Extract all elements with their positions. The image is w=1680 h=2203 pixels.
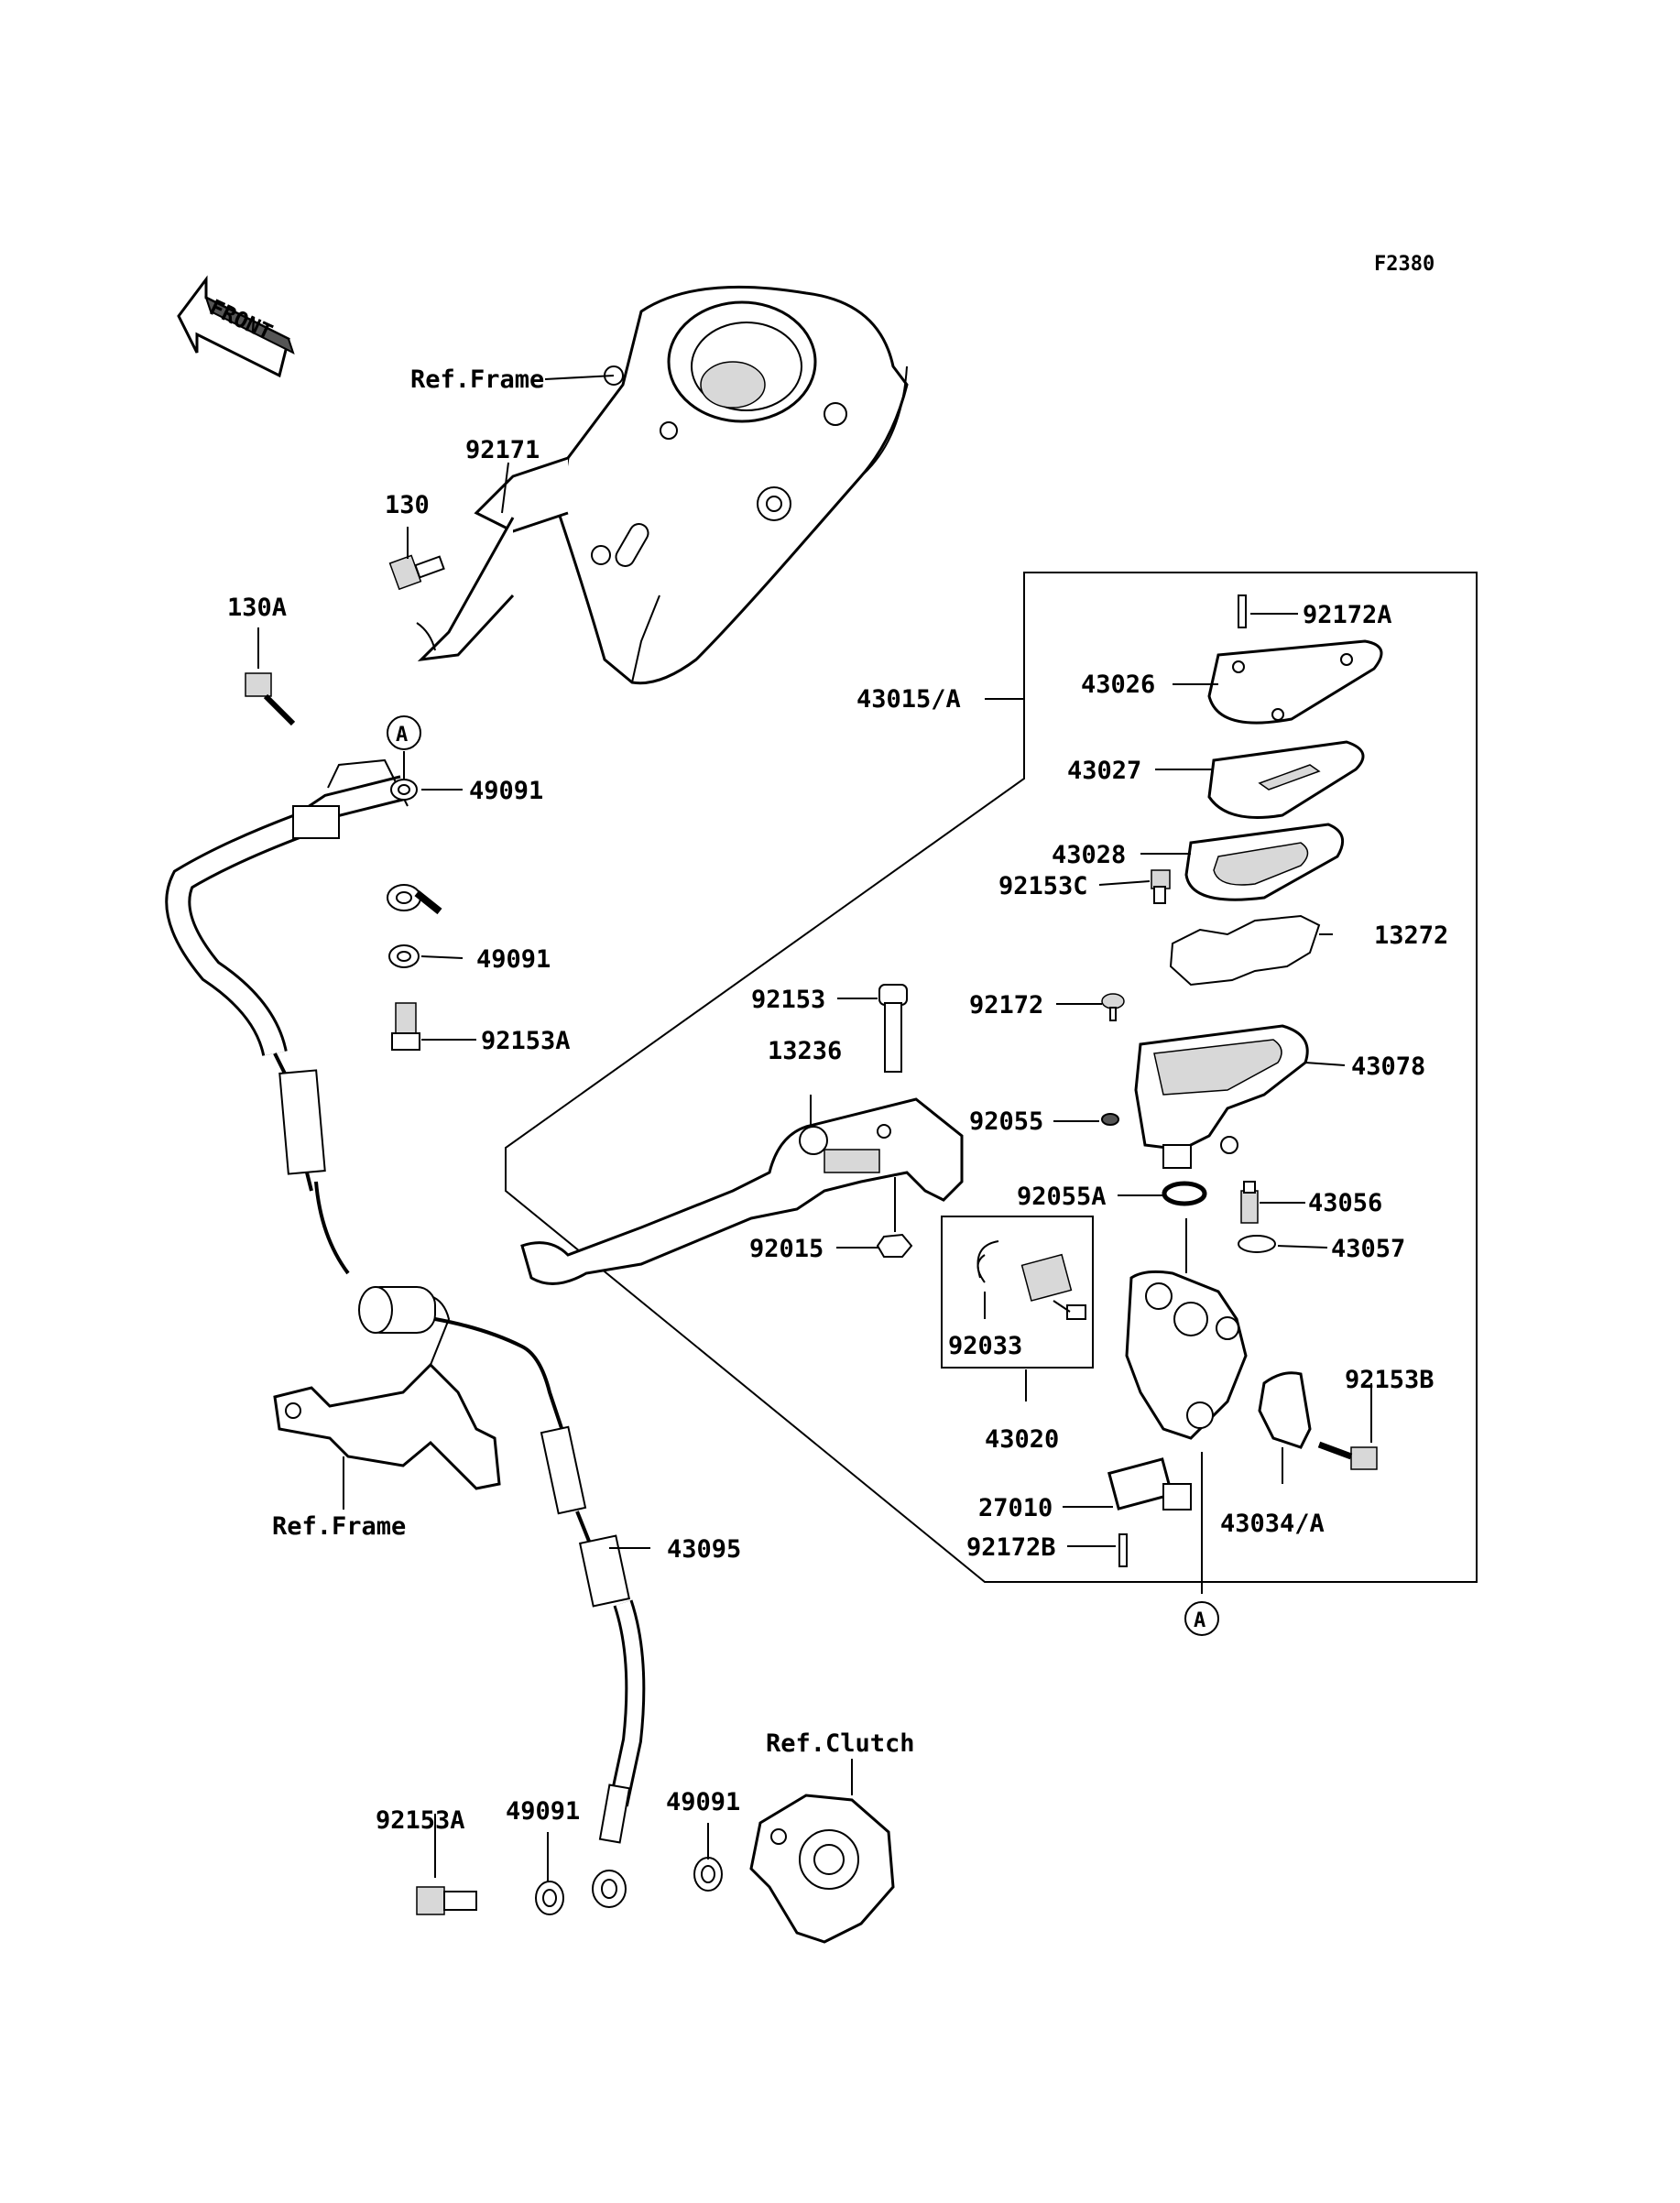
- label-43020: 43020: [985, 1425, 1059, 1454]
- diaphragm-icon: [1184, 823, 1345, 901]
- o-ring-92055a-icon: [1162, 1181, 1207, 1206]
- label-49091-lower: 49091: [476, 945, 551, 974]
- bolt-130a-icon: [245, 672, 296, 726]
- label-43028: 43028: [1052, 841, 1126, 869]
- label-92172a: 92172A: [1303, 601, 1392, 629]
- diaphragm-plate-icon: [1207, 740, 1365, 819]
- banjo-fitting-upper-icon: [387, 779, 442, 1051]
- label-92153a-lower: 92153A: [376, 1806, 465, 1835]
- assembly-boundary: [505, 572, 1478, 1583]
- screw-92172-icon: [1101, 993, 1125, 1021]
- clutch-switch-icon: [1107, 1457, 1192, 1510]
- clutch-slave-cylinder-icon: [749, 1794, 895, 1944]
- bolt-92153b-icon: [1317, 1441, 1378, 1470]
- screw-92172a-icon: [1238, 594, 1247, 628]
- label-92171: 92171: [465, 436, 540, 464]
- gasket-13272-icon: [1169, 914, 1321, 987]
- label-92055a: 92055A: [1017, 1183, 1107, 1211]
- clutch-lever-icon: [520, 1097, 964, 1285]
- reservoir-body-icon: [1134, 1024, 1309, 1169]
- clutch-hose-upper-icon: [165, 758, 409, 1275]
- label-92015: 92015: [749, 1235, 824, 1263]
- label-92153c: 92153C: [998, 872, 1088, 900]
- label-43057: 43057: [1331, 1235, 1405, 1263]
- master-cylinder-body-icon: [1125, 1270, 1248, 1440]
- frame-head-icon: [474, 285, 909, 685]
- label-92153b: 92153B: [1345, 1366, 1435, 1394]
- label-43015a: 43015/A: [856, 685, 961, 714]
- piston-kit-box: [941, 1216, 1094, 1369]
- front-arrow-icon: FRONT: [177, 275, 295, 378]
- callout-a-lower-label: A: [1194, 1609, 1205, 1632]
- label-130a: 130A: [227, 594, 287, 622]
- washer-92055-icon: [1101, 1113, 1119, 1126]
- screw-92172b-icon: [1118, 1533, 1128, 1567]
- screw-92153c-icon: [1151, 869, 1171, 904]
- callout-a-lower: A: [1184, 1601, 1219, 1636]
- label-43095: 43095: [667, 1535, 741, 1564]
- label-43056: 43056: [1308, 1189, 1382, 1217]
- label-49091-bottom-right: 49091: [666, 1788, 740, 1816]
- leader-lines: [257, 375, 1372, 1882]
- ref-frame-bottom: Ref.Frame: [272, 1512, 406, 1541]
- label-92153: 92153: [751, 986, 825, 1014]
- label-49091-bottom-left: 49091: [506, 1797, 580, 1826]
- clutch-hose-lower-icon: [358, 1286, 646, 1844]
- label-92033: 92033: [948, 1332, 1022, 1360]
- lower-banjo-set-icon: [416, 1857, 723, 1915]
- label-92172: 92172: [969, 991, 1043, 1020]
- label-43027: 43027: [1067, 757, 1141, 785]
- label-49091-upper: 49091: [469, 777, 543, 805]
- label-13272: 13272: [1374, 922, 1448, 950]
- bracket-92171-icon: [416, 517, 515, 662]
- label-13236: 13236: [768, 1037, 842, 1065]
- label-43078: 43078: [1351, 1052, 1425, 1081]
- clamp-icon: [1258, 1371, 1312, 1449]
- nut-92015-icon: [876, 1233, 913, 1258]
- bleeder-valve-icon: [1240, 1181, 1259, 1224]
- ref-clutch: Ref.Clutch: [766, 1729, 915, 1758]
- label-92055: 92055: [969, 1107, 1043, 1136]
- pivot-bolt-92153-icon: [878, 984, 908, 1073]
- reservoir-cap-icon: [1207, 639, 1383, 725]
- label-130: 130: [385, 491, 430, 519]
- ref-frame-top: Ref.Frame: [410, 365, 544, 394]
- label-92153a-upper: 92153A: [481, 1027, 571, 1055]
- label-27010: 27010: [978, 1494, 1053, 1522]
- figure-code: F2380: [1374, 253, 1435, 276]
- bleeder-cap-icon: [1238, 1235, 1276, 1253]
- label-43034a: 43034/A: [1220, 1510, 1325, 1538]
- piston-kit-icon: [976, 1240, 1086, 1320]
- bolt-130-icon: [388, 554, 445, 591]
- callout-a-upper-label: A: [396, 724, 408, 747]
- label-43026: 43026: [1081, 671, 1155, 699]
- callout-a-upper: A: [387, 715, 421, 750]
- label-92172b: 92172B: [966, 1533, 1056, 1562]
